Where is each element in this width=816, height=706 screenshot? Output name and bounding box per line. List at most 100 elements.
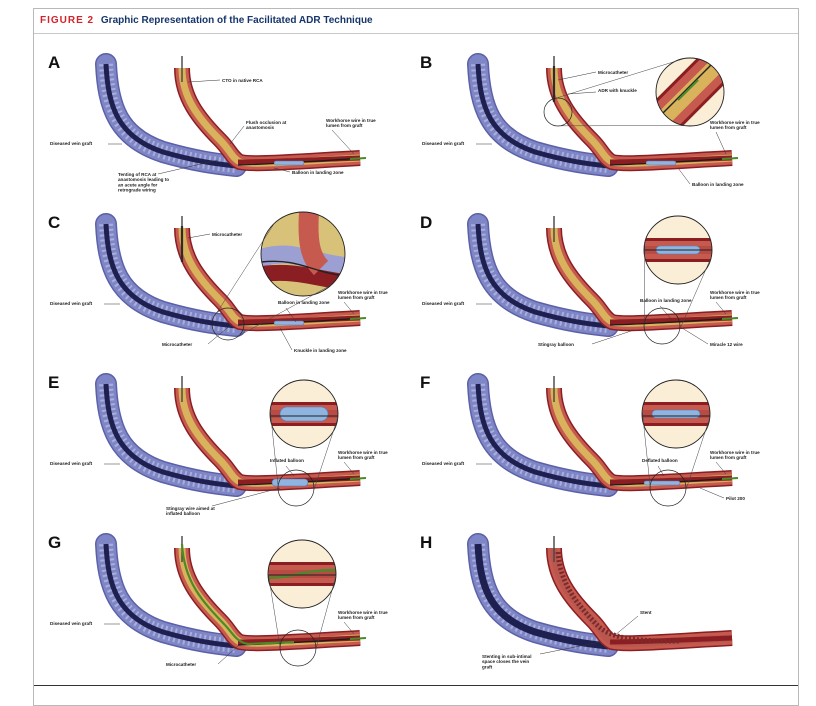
leader-line bbox=[659, 305, 673, 321]
leader-line bbox=[157, 159, 219, 175]
zoom-lens-ring bbox=[643, 215, 713, 285]
annotation-label: Inflated balloon bbox=[270, 458, 304, 463]
leader-line bbox=[557, 71, 597, 81]
annotation-label: ADR with knuckle bbox=[598, 88, 637, 93]
panel-letter: B bbox=[420, 53, 432, 72]
zoom-source-ring bbox=[277, 469, 315, 507]
panel-letter: A bbox=[48, 53, 60, 72]
zoom-connector-line bbox=[269, 410, 279, 487]
zoom-connector-line bbox=[315, 575, 337, 650]
leader-line bbox=[343, 461, 355, 475]
zoom-lens-content bbox=[270, 380, 338, 448]
leader-line bbox=[699, 487, 725, 499]
leader-line bbox=[343, 301, 355, 315]
zoom-source-ring bbox=[649, 469, 687, 507]
annotation-label: Diseased vein graft bbox=[422, 461, 465, 466]
figure-header: FIGURE 2 Graphic Representation of the F… bbox=[40, 15, 373, 35]
zoom-lens-ring bbox=[269, 379, 339, 449]
annotation-label: Microcatheter bbox=[162, 342, 192, 347]
zoom-lens-content bbox=[261, 212, 345, 296]
leader-line bbox=[567, 91, 597, 95]
zoom-lens-ring bbox=[655, 57, 725, 127]
zoom-lens-ring bbox=[267, 539, 337, 609]
figure-frame: FIGURE 2 Graphic Representation of the F… bbox=[33, 8, 799, 706]
leader-line bbox=[207, 323, 233, 345]
leader-line bbox=[715, 461, 727, 475]
zoom-lens-content bbox=[644, 216, 712, 284]
annotation-label: Balloon in landing zone bbox=[278, 300, 330, 305]
leader-line bbox=[187, 233, 211, 239]
zoom-lens-ring bbox=[260, 211, 346, 297]
annotation-label: Deflated balloon bbox=[642, 458, 678, 463]
annotation-label: Diseased vein graft bbox=[50, 301, 93, 306]
leader-line bbox=[677, 167, 691, 185]
panel-letter: H bbox=[420, 533, 432, 552]
zoom-connector-line bbox=[267, 572, 281, 648]
zoom-connector-line bbox=[679, 256, 712, 330]
leader-line bbox=[657, 465, 665, 477]
panel-letter: D bbox=[420, 213, 432, 232]
zoom-source-ring bbox=[543, 97, 573, 127]
annotation-label: Diseased vein graft bbox=[50, 621, 93, 626]
panel-letter: F bbox=[420, 373, 430, 392]
annotation-label: Stent bbox=[640, 610, 652, 615]
leader-line bbox=[285, 465, 295, 477]
zoom-lens-ring bbox=[641, 379, 711, 449]
annotation-label: Diseased vein graft bbox=[50, 461, 93, 466]
leader-line bbox=[539, 641, 601, 655]
zoom-lens-content bbox=[656, 58, 724, 126]
annotation-label: Microcatheter bbox=[598, 70, 628, 75]
zoom-lens-content bbox=[642, 380, 710, 448]
leader-line bbox=[229, 125, 245, 145]
figure-number: FIGURE 2 bbox=[40, 15, 95, 26]
annotation-label: Diseased vein graft bbox=[422, 141, 465, 146]
leader-line bbox=[285, 307, 297, 323]
annotation-label: Balloon in landing zone bbox=[692, 182, 744, 187]
leader-line bbox=[187, 79, 221, 83]
annotation-label: Microcatheter bbox=[212, 232, 242, 237]
zoom-connector-line bbox=[313, 417, 339, 491]
annotation-label: Balloon in landing zone bbox=[640, 298, 692, 303]
leader-line bbox=[211, 487, 281, 507]
zoom-connector-line bbox=[238, 284, 332, 336]
zoom-connector-line bbox=[641, 410, 651, 487]
annotation-label: Diseased vein graft bbox=[50, 141, 93, 146]
zoom-lens-content bbox=[268, 540, 336, 608]
figure-title: Graphic Representation of the Facilitate… bbox=[100, 15, 373, 26]
annotation-label: Knuckle in landing zone bbox=[294, 348, 347, 353]
zoom-connector-line bbox=[216, 223, 275, 313]
leader-line bbox=[273, 167, 291, 173]
leader-line bbox=[279, 327, 293, 351]
zoom-source-ring bbox=[211, 307, 245, 341]
zoom-connector-line bbox=[685, 417, 711, 491]
header-divider bbox=[34, 33, 798, 34]
panel-letter: C bbox=[48, 213, 60, 232]
annotation-label: Balloon in landing zone bbox=[292, 170, 344, 175]
leader-line bbox=[217, 645, 239, 665]
panel-letter: E bbox=[48, 373, 59, 392]
leader-line bbox=[715, 301, 727, 315]
leader-line bbox=[681, 327, 709, 345]
annotation-label: Miracle 12 wire bbox=[710, 342, 743, 347]
leader-line bbox=[591, 329, 635, 345]
leader-line bbox=[331, 129, 355, 155]
